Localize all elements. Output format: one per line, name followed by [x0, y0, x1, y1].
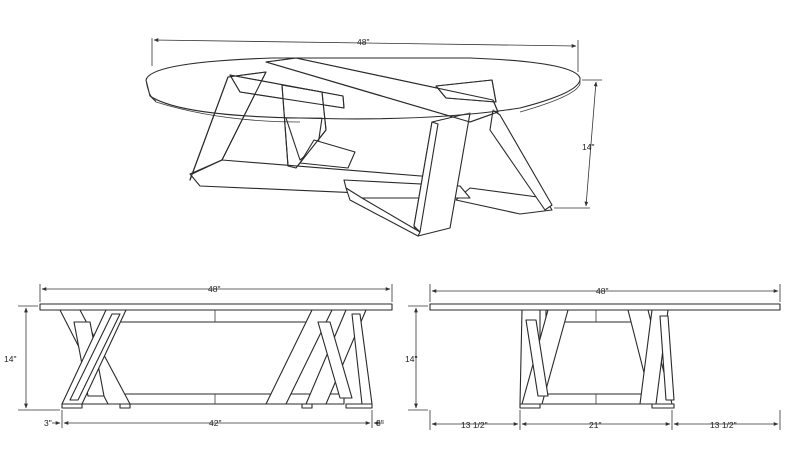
perspective-width-label: 48" [357, 37, 369, 47]
front-view-top [39, 303, 393, 311]
front-view: 48" 14" 3" 42" 3" [4, 284, 393, 428]
perspective-frame-front [189, 57, 499, 181]
front-left-leg-label: 3" [44, 418, 52, 428]
perspective-frame [189, 57, 553, 237]
side-view: 48" 14" 13 1/2" 21" 13 1/2" [405, 284, 781, 430]
front-right-leg-label: 3" [376, 418, 384, 428]
perspective-height-label: 14" [582, 142, 594, 152]
side-height-label: 14" [405, 354, 417, 364]
perspective-width-dimension [151, 38, 579, 72]
front-span-label: 42" [209, 418, 221, 428]
side-right-offset-label: 13 1/2" [710, 420, 737, 430]
side-left-offset-label: 13 1/2" [461, 420, 488, 430]
side-view-top [429, 303, 781, 311]
front-height-label: 14" [4, 354, 16, 364]
side-center-label: 21" [589, 420, 601, 430]
perspective-height-dimension [554, 79, 602, 209]
side-width-label: 48" [596, 286, 608, 296]
front-width-label: 48" [208, 284, 220, 294]
perspective-view: 48" 14" [145, 37, 602, 237]
